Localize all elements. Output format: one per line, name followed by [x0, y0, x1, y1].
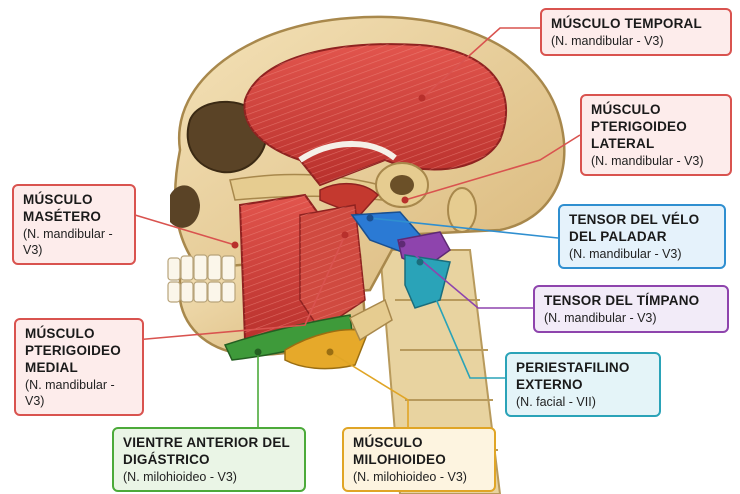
label-title: PERIESTAFILINO EXTERNO — [516, 359, 650, 393]
dot-masetero — [232, 242, 239, 249]
label-periestafilino-externo: PERIESTAFILINO EXTERNO (N. facial - VII) — [505, 352, 661, 417]
label-title: MÚSCULO PTERIGOIDEO LATERAL — [591, 101, 721, 152]
label-title: VIENTRE ANTERIOR DEL DIGÁSTRICO — [123, 434, 295, 468]
dot-digastrico — [255, 349, 262, 356]
label-pterigoideo-lateral: MÚSCULO PTERIGOIDEO LATERAL (N. mandibul… — [580, 94, 732, 176]
dot-periestafilino — [417, 259, 424, 266]
label-musculo-masetero: MÚSCULO MASÉTERO (N. mandibular - V3) — [12, 184, 136, 265]
label-title: MÚSCULO TEMPORAL — [551, 15, 721, 32]
dot-temporal — [419, 95, 426, 102]
teeth — [168, 255, 235, 302]
label-nerve: (N. milohioideo - V3) — [123, 469, 295, 485]
label-nerve: (N. mandibular - V3) — [23, 226, 125, 258]
label-musculo-temporal: MÚSCULO TEMPORAL (N. mandibular - V3) — [540, 8, 732, 56]
dot-tensor-timpano — [399, 241, 406, 248]
label-title: MÚSCULO MASÉTERO — [23, 191, 125, 225]
label-tensor-timpano: TENSOR DEL TÍMPANO (N. mandibular - V3) — [533, 285, 729, 333]
label-nerve: (N. mandibular - V3) — [544, 310, 718, 326]
dot-pterigoideo-medial — [342, 232, 349, 239]
label-tensor-velo-paladar: TENSOR DEL VÉLO DEL PALADAR (N. mandibul… — [558, 204, 726, 269]
label-nerve: (N. facial - VII) — [516, 394, 650, 410]
label-title: TENSOR DEL VÉLO DEL PALADAR — [569, 211, 715, 245]
label-title: MÚSCULO MILOHIOIDEO — [353, 434, 485, 468]
label-title: TENSOR DEL TÍMPANO — [544, 292, 718, 309]
label-nerve: (N. mandibular - V3) — [25, 377, 133, 409]
dot-pterigoideo-lateral — [402, 197, 409, 204]
label-nerve: (N. mandibular - V3) — [569, 246, 715, 262]
label-musculo-milohioideo: MÚSCULO MILOHIOIDEO (N. milohioideo - V3… — [342, 427, 496, 492]
label-nerve: (N. milohioideo - V3) — [353, 469, 485, 485]
dot-tensor-velo — [367, 215, 374, 222]
label-nerve: (N. mandibular - V3) — [591, 153, 721, 169]
label-title: MÚSCULO PTERIGOIDEO MEDIAL — [25, 325, 133, 376]
label-pterigoideo-medial: MÚSCULO PTERIGOIDEO MEDIAL (N. mandibula… — [14, 318, 144, 416]
label-nerve: (N. mandibular - V3) — [551, 33, 721, 49]
label-digastrico-anterior: VIENTRE ANTERIOR DEL DIGÁSTRICO (N. milo… — [112, 427, 306, 492]
dot-milohioideo — [327, 349, 334, 356]
